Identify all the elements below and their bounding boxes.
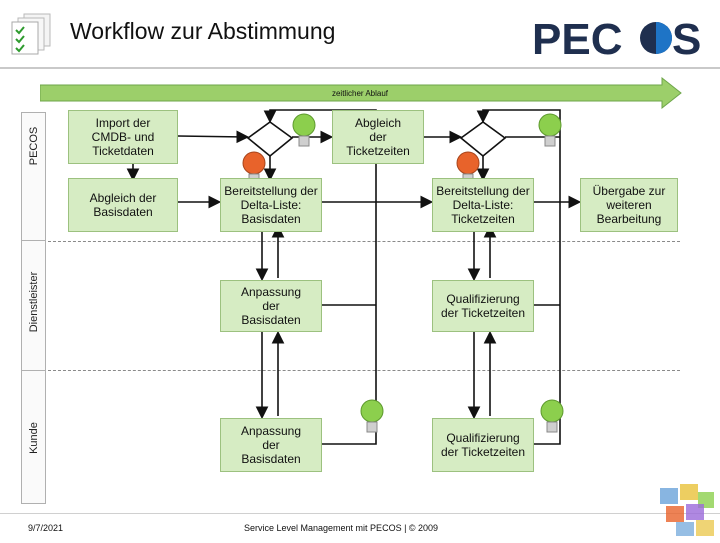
svg-text:S: S — [672, 15, 701, 64]
document-icon — [10, 10, 58, 56]
page-title: Workflow zur Abstimmung — [70, 18, 336, 44]
lane-divider — [21, 370, 46, 371]
timeline-label: zeitlicher Ablauf — [331, 89, 389, 98]
bulb-icon — [290, 112, 320, 152]
box-anpassung-dienstleister: Anpassung der Basisdaten — [220, 280, 322, 332]
box-anpassung-kunde: Anpassung der Basisdaten — [220, 418, 322, 472]
footer-date: 9/7/2021 — [28, 523, 64, 533]
lane-separator — [48, 241, 680, 242]
footer-divider — [0, 513, 720, 514]
box-bereit-ticket: Bereitstellung der Delta-Liste: Ticketze… — [432, 178, 534, 232]
box-import: Import der CMDB- und Ticketdaten — [68, 110, 178, 164]
svg-text:PEC: PEC — [532, 15, 622, 64]
box-uebergabe: Übergabe zur weiteren Bearbeitung — [580, 178, 678, 232]
puzzle-icon — [656, 482, 718, 538]
header-divider — [0, 67, 720, 69]
lane-divider — [21, 240, 46, 241]
box-qualifizierung-kunde: Qualifizierung der Ticketzeiten — [432, 418, 534, 472]
pecos-logo: PEC S — [530, 12, 710, 64]
lane-separator — [48, 370, 680, 371]
box-bereit-basis: Bereitstellung der Delta-Liste: Basisdat… — [220, 178, 322, 232]
footer-text: Service Level Management mit PECOS | © 2… — [244, 523, 439, 533]
bulb-icon — [358, 398, 388, 438]
box-abgleich-ticket: Abgleich der Ticketzeiten — [332, 110, 424, 164]
lane-border — [21, 112, 46, 504]
bulb-icon — [538, 398, 568, 438]
box-abgleich-basis: Abgleich der Basisdaten — [68, 178, 178, 232]
timeline-arrow — [39, 76, 682, 110]
bulb-icon — [536, 112, 566, 152]
box-qualifizierung-dienstleister: Qualifizierung der Ticketzeiten — [432, 280, 534, 332]
